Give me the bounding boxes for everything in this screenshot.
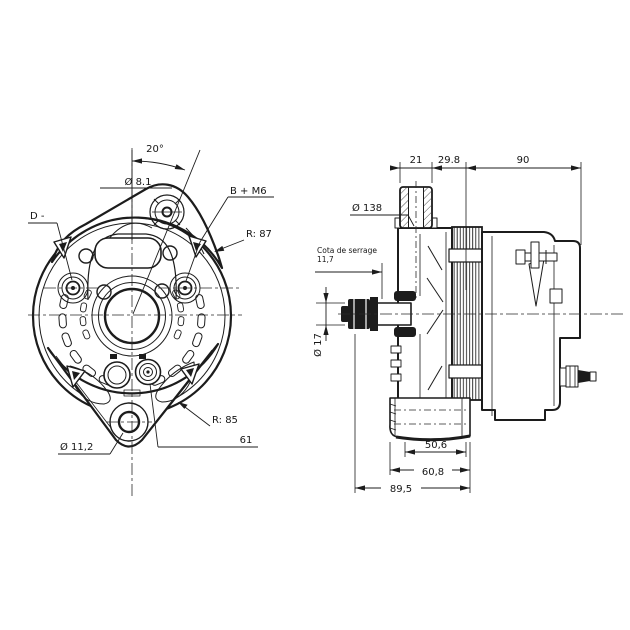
side-rear-housing	[481, 231, 597, 421]
side-bottom-mounting-lug	[389, 397, 471, 442]
label-terminal-b: B + M6	[230, 186, 267, 197]
label-dim-90: 90	[517, 155, 530, 166]
label-dia-138: Ø 138	[352, 202, 382, 214]
label-dim-89-5: 89,5	[390, 484, 412, 495]
label-terminal-d: D -	[30, 211, 45, 222]
front-bolt-holes	[78, 245, 178, 300]
label-shaft-dia: Ø 17	[312, 333, 324, 357]
side-top-terminal-bolt	[515, 241, 558, 269]
front-terminals	[103, 354, 162, 397]
front-view: 20° Ø 8.1 B + M6 R: 87 D - R: 85 61	[28, 144, 274, 496]
label-bottom-hole-dia: Ø 11,2	[60, 441, 93, 453]
label-dim-21: 21	[410, 155, 423, 166]
front-top-hole-boss	[149, 194, 185, 230]
side-bplus-terminal-stud	[559, 365, 597, 388]
label-clamp-note: Cota de serrage	[317, 246, 377, 255]
label-dim-29-8: 29.8	[438, 155, 460, 166]
label-top-hole-dia: Ø 8.1	[125, 176, 152, 188]
front-annotations: 20° Ø 8.1 B + M6 R: 87 D - R: 85 61	[28, 144, 274, 455]
side-dimensions: 21 29.8 90 Ø 138 Cota de serrage 11,7 Ø …	[312, 155, 582, 495]
label-dim-60-8: 60,8	[422, 467, 444, 478]
front-center-window	[87, 233, 177, 301]
front-bottom-boss	[106, 402, 152, 442]
label-dim-61: 61	[240, 435, 253, 446]
side-view: 21 29.8 90 Ø 138 Cota de serrage 11,7 Ø …	[312, 155, 626, 495]
label-dim-50-6: 50,6	[425, 440, 447, 451]
side-stator-fins	[448, 226, 486, 401]
label-angle-20: 20°	[146, 144, 164, 155]
label-radius-upper: R: 87	[246, 229, 272, 240]
side-top-mounting-lug	[394, 181, 438, 298]
label-radius-lower: R: 85	[212, 415, 238, 426]
label-clamp-value: 11,7	[317, 255, 334, 264]
